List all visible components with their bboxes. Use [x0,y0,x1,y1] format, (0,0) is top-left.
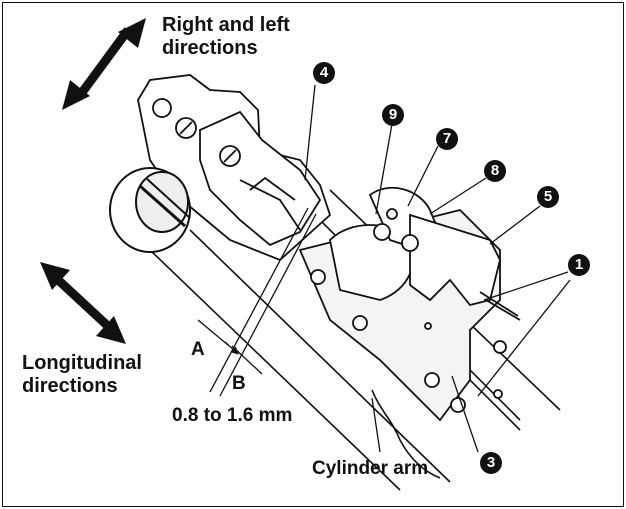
longitudinal-arrow-icon [40,262,126,344]
callout-3: 3 [480,452,502,474]
longitudinal-line-2: directions [22,375,118,397]
right-left-line-1: Right and left [162,14,290,36]
callout-1: 1 [568,254,590,276]
callout-4: 4 [313,62,335,84]
looper-guard-assembly [329,186,521,321]
right-left-directions-label: Right and left directions [162,14,290,60]
needle-lines [197,207,317,397]
point-b-label: B [232,373,246,394]
callout-7: 7 [436,128,458,150]
leader-lines [304,84,571,453]
callout-8: 8 [484,160,506,182]
right-left-arrow-icon [62,18,146,110]
callout-5: 5 [537,186,559,208]
longitudinal-line-1: Longitudinal [22,352,142,374]
right-left-line-2: directions [162,37,258,59]
cylinder-arm-label: Cylinder arm [312,458,429,479]
longitudinal-directions-label: Longitudinal directions [22,352,142,398]
gap-measurement-label: 0.8 to 1.6 mm [172,405,293,426]
round-knob [109,167,191,253]
callout-9: 9 [382,104,404,126]
point-a-label: A [191,339,205,360]
presser-foot-assembly [137,74,332,262]
